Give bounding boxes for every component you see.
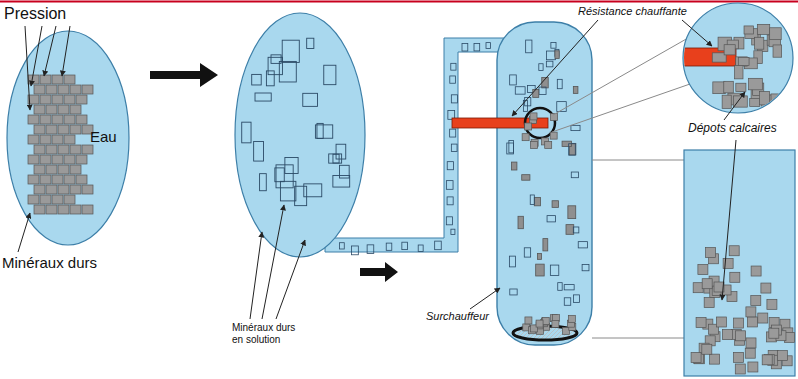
leader-lines [250,20,745,319]
callout-label: Surchauffeur [426,310,489,323]
tank-minerals [507,40,589,305]
callout-label: Dépots calcaires [688,122,777,136]
water-circle: Eau [6,30,130,246]
top-rule [0,1,798,3]
zoom-box [684,150,795,376]
superheater-tank [497,22,592,345]
flow-arrow [150,63,218,87]
zoom-content [680,24,785,108]
pressure-arrows [18,26,70,252]
callout-label: Minéraux durs en solution [232,322,308,345]
callout-label: Minéraux durs [2,254,97,271]
pipe-minerals [339,43,490,255]
zoom-lines [552,38,690,338]
callout-label: Pression [4,5,66,23]
mineral-bricks [28,75,93,214]
node-text: Eau [90,128,117,145]
dissolved-minerals [242,38,350,205]
flow-arrow [360,262,398,282]
water-circle [235,13,365,257]
tank-deposits [522,113,576,334]
box-deposits [691,246,794,374]
callout-label: Résistance chauffante [578,5,687,18]
